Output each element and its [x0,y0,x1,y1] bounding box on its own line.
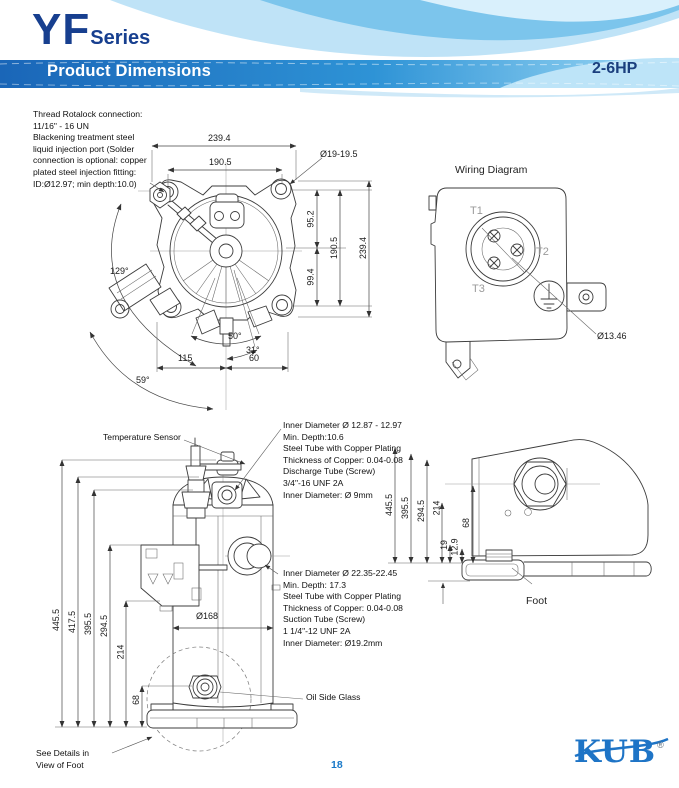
see-details-note: See Details in View of Foot [36,748,90,770]
discharge-tube-note: Inner Diameter Ø 12.87 - 12.97 Min. Dept… [283,420,403,500]
dim-bolt-hole: Ø19-19.5 [320,149,358,159]
terminal-t3-label: T3 [472,283,485,295]
series-suffix: Series [90,27,151,49]
angle-31: 31° [246,345,260,355]
foot-dim-445-5: 445.5 [384,493,395,517]
dim-68: 68 [130,695,141,705]
kub-logo: KUB® [574,734,665,770]
top-view-drawing [89,143,372,411]
dim-diameter-168: Ø168 [196,611,219,621]
dim-214: 214 [115,644,125,660]
dim-294-5: 294.5 [99,614,110,638]
foot-dim-395-5: 395.5 [400,496,411,520]
suction-tube-note: Inner Diameter Ø 22.35-22.45 Min. Depth:… [283,568,403,648]
terminal-t1-label: T1 [470,205,483,217]
foot-view-title: Foot [526,595,548,607]
angle-129: 129° [110,266,129,276]
dim-190-5-right: 190.5 [329,236,340,260]
page-header: YFSeries Product Dimensions 2-6HP [0,0,679,100]
dim-95-2: 95.2 [306,210,316,228]
wiring-diagram-drawing [428,187,607,381]
angle-50: 50° [228,331,242,341]
foot-dim-68: 68 [460,518,471,528]
dim-239-4-top: 239.4 [208,133,231,143]
series-name: YF [32,5,91,54]
hp-range-badge: 2-6HP [592,60,638,77]
dim-239-4-right: 239.4 [358,236,369,260]
terminal-t2-label: T2 [536,246,549,258]
header-swoosh-graphic [0,0,679,98]
terminal-posts [487,229,524,270]
wiring-diagram-title: Wiring Diagram [455,164,528,176]
dim-445-5: 445.5 [51,608,62,632]
kub-logo-swoosh [574,737,669,758]
page-title: Product Dimensions [47,62,212,80]
rotalock-note: Thread Rotalock connection: 11/16" - 16 … [33,109,147,189]
dim-60: 60 [249,353,260,363]
foot-view-drawing [388,439,652,604]
dim-ground-hole: Ø13.46 [597,331,627,341]
dim-395-5: 395.5 [83,612,94,636]
temperature-sensor-label: Temperature Sensor [103,432,181,442]
page-number: 18 [331,759,343,771]
dim-115: 115 [178,353,193,363]
dim-190-5-top: 190.5 [209,157,232,167]
side-view-drawing [55,428,304,754]
dim-99-4: 99.4 [306,268,316,286]
series-logo: YFSeries [32,6,150,62]
foot-dim-294-5: 294.5 [416,499,427,523]
oil-side-glass-label: Oil Side Glass [306,692,361,702]
dim-417-5: 417.5 [67,610,78,634]
registered-mark: ® [657,740,665,750]
angle-59: 59° [136,375,150,385]
